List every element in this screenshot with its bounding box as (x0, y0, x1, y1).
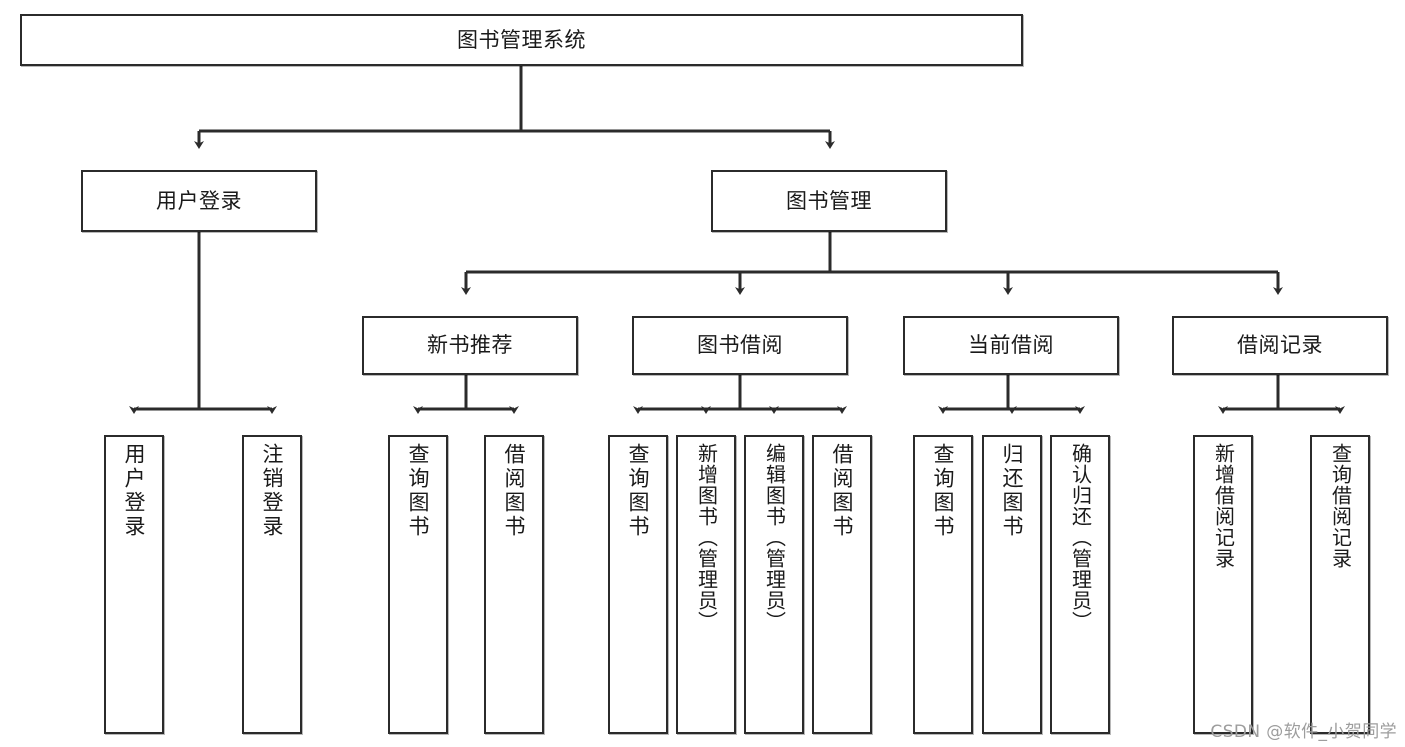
leaf-query-books-borrow[interactable]: 查询图书 (608, 435, 668, 734)
node-label: 注销登录 (260, 443, 285, 539)
node-book-borrowing[interactable]: 图书借阅 (632, 316, 848, 375)
node-label: 归还图书 (1000, 443, 1025, 539)
node-label: 编辑图书（管理员） (762, 443, 787, 632)
leaf-edit-book-admin[interactable]: 编辑图书（管理员） (744, 435, 804, 734)
node-book-management[interactable]: 图书管理 (711, 170, 947, 232)
leaf-user-login[interactable]: 用户登录 (104, 435, 164, 734)
node-label: 借阅记录 (1237, 333, 1323, 358)
node-user-login[interactable]: 用户登录 (81, 170, 317, 232)
node-borrow-records[interactable]: 借阅记录 (1172, 316, 1388, 375)
leaf-query-borrow-record[interactable]: 查询借阅记录 (1310, 435, 1370, 734)
leaf-borrow-books-newbook[interactable]: 借阅图书 (484, 435, 544, 734)
node-label: 新书推荐 (427, 333, 513, 358)
leaf-confirm-return-admin[interactable]: 确认归还（管理员） (1050, 435, 1110, 734)
node-label: 当前借阅 (968, 333, 1054, 358)
node-label: 图书管理 (786, 188, 872, 213)
leaf-query-books-newbook[interactable]: 查询图书 (388, 435, 448, 734)
node-label: 借阅图书 (830, 443, 855, 539)
node-label: 用户登录 (122, 443, 147, 539)
node-label: 查询图书 (626, 443, 651, 539)
node-new-book-recommendation[interactable]: 新书推荐 (362, 316, 578, 375)
node-label: 确认归还（管理员） (1068, 443, 1093, 632)
node-label: 查询图书 (406, 443, 431, 539)
leaf-add-book-admin[interactable]: 新增图书（管理员） (676, 435, 736, 734)
leaf-logout[interactable]: 注销登录 (242, 435, 302, 734)
leaf-add-borrow-record[interactable]: 新增借阅记录 (1193, 435, 1253, 734)
node-root-book-management-system[interactable]: 图书管理系统 (20, 14, 1023, 66)
node-label: 图书借阅 (697, 333, 783, 358)
node-label: 新增图书（管理员） (694, 443, 719, 632)
leaf-return-books[interactable]: 归还图书 (982, 435, 1042, 734)
leaf-query-books-current[interactable]: 查询图书 (913, 435, 973, 734)
node-label: 查询借阅记录 (1328, 443, 1353, 569)
node-label: 借阅图书 (502, 443, 527, 539)
watermark: CSDN @软件_小贺同学 (1210, 722, 1397, 742)
node-label: 新增借阅记录 (1211, 443, 1236, 569)
node-label: 图书管理系统 (457, 27, 586, 52)
node-label: 查询图书 (931, 443, 956, 539)
leaf-borrow-books[interactable]: 借阅图书 (812, 435, 872, 734)
node-label: 用户登录 (156, 188, 242, 213)
node-current-borrowing[interactable]: 当前借阅 (903, 316, 1119, 375)
